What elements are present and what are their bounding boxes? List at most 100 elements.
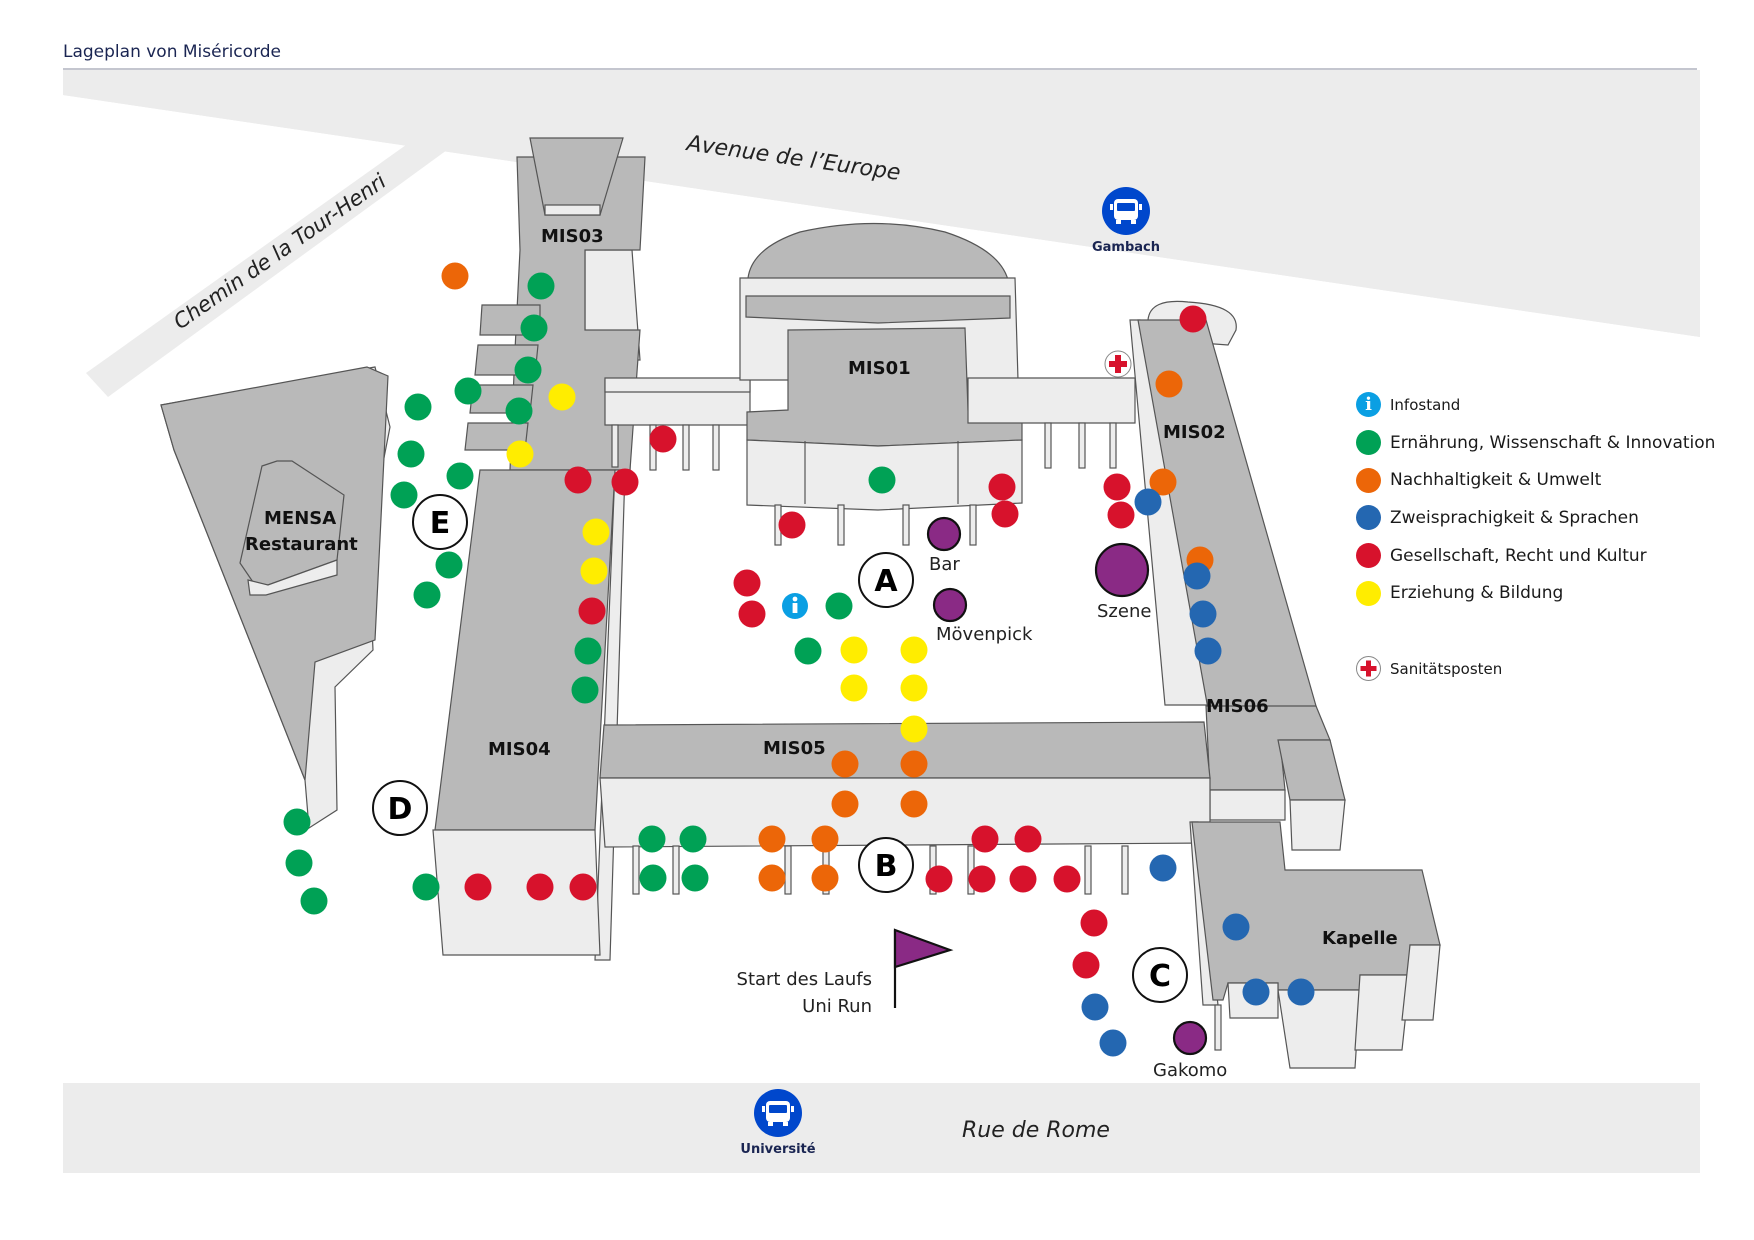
blue-stand-marker[interactable] bbox=[1081, 993, 1109, 1021]
title-divider bbox=[63, 68, 1697, 70]
yellow-stand-marker[interactable] bbox=[506, 440, 534, 468]
orange-stand-marker[interactable] bbox=[900, 790, 928, 818]
red-stand-marker[interactable] bbox=[464, 873, 492, 901]
blue-stand-marker[interactable] bbox=[1099, 1029, 1127, 1057]
green-stand-marker[interactable] bbox=[397, 440, 425, 468]
green-stand-marker[interactable] bbox=[638, 825, 666, 853]
green-stand-marker[interactable] bbox=[571, 676, 599, 704]
buildings bbox=[160, 137, 1441, 1069]
red-stand-marker[interactable] bbox=[988, 473, 1016, 501]
red-stand-marker[interactable] bbox=[1072, 951, 1100, 979]
legend-item-blue: Zweisprachigkeit & Sprachen bbox=[1356, 499, 1715, 537]
pillar bbox=[784, 845, 792, 895]
yellow-stand-marker[interactable] bbox=[900, 715, 928, 743]
green-stand-marker[interactable] bbox=[412, 873, 440, 901]
red-stand-marker[interactable] bbox=[569, 873, 597, 901]
zone-e[interactable]: E bbox=[412, 494, 468, 550]
red-stand-marker[interactable] bbox=[1179, 305, 1207, 333]
orange-stand-marker[interactable] bbox=[831, 750, 859, 778]
orange-stand-marker[interactable] bbox=[831, 790, 859, 818]
blue-stand-marker[interactable] bbox=[1134, 488, 1162, 516]
red-stand-marker[interactable] bbox=[1080, 909, 1108, 937]
green-stand-marker[interactable] bbox=[413, 581, 441, 609]
infostand-marker[interactable] bbox=[782, 593, 808, 619]
blue-stand-marker[interactable] bbox=[1149, 854, 1177, 882]
blue-stand-marker[interactable] bbox=[1183, 562, 1211, 590]
red-stand-marker[interactable] bbox=[564, 466, 592, 494]
red-stand-marker[interactable] bbox=[1053, 865, 1081, 893]
green-stand-marker[interactable] bbox=[514, 356, 542, 384]
red-stand-marker[interactable] bbox=[1009, 865, 1037, 893]
orange-stand-marker[interactable] bbox=[441, 262, 469, 290]
yellow-stand-marker[interactable] bbox=[840, 636, 868, 664]
red-stand-marker[interactable] bbox=[526, 873, 554, 901]
green-stand-marker[interactable] bbox=[446, 462, 474, 490]
zone-a[interactable]: A bbox=[858, 552, 914, 608]
red-stand-marker[interactable] bbox=[1107, 501, 1135, 529]
red-stand-marker[interactable] bbox=[968, 865, 996, 893]
red-stand-marker[interactable] bbox=[991, 500, 1019, 528]
orange-stand-marker[interactable] bbox=[1155, 370, 1183, 398]
green-stand-marker[interactable] bbox=[868, 466, 896, 494]
rue-de-rome-road bbox=[63, 1083, 1700, 1173]
green-stand-marker[interactable] bbox=[639, 864, 667, 892]
red-stand-marker[interactable] bbox=[611, 468, 639, 496]
legend-item-yellow: Erziehung & Bildung bbox=[1356, 574, 1715, 612]
green-stand-marker[interactable] bbox=[435, 551, 463, 579]
green-stand-marker[interactable] bbox=[527, 272, 555, 300]
blue-stand-marker[interactable] bbox=[1287, 978, 1315, 1006]
yellow-stand-marker[interactable] bbox=[840, 674, 868, 702]
orange-stand-marker[interactable] bbox=[758, 825, 786, 853]
red-stand-marker[interactable] bbox=[649, 425, 677, 453]
start-flag-icon bbox=[893, 928, 954, 1008]
green-stand-marker[interactable] bbox=[505, 397, 533, 425]
blue-stand-marker[interactable] bbox=[1242, 978, 1270, 1006]
red-stand-marker[interactable] bbox=[733, 569, 761, 597]
moevenpick-marker[interactable] bbox=[932, 587, 968, 623]
zone-b[interactable]: B bbox=[858, 837, 914, 893]
green-stand-marker[interactable] bbox=[679, 825, 707, 853]
red-stand-marker[interactable] bbox=[1014, 825, 1042, 853]
green-stand-marker[interactable] bbox=[520, 314, 548, 342]
green-stand-marker[interactable] bbox=[794, 637, 822, 665]
pillar bbox=[1121, 845, 1129, 895]
red-stand-marker[interactable] bbox=[925, 865, 953, 893]
orange-stand-marker[interactable] bbox=[900, 750, 928, 778]
red-stand-marker[interactable] bbox=[578, 597, 606, 625]
yellow-stand-marker[interactable] bbox=[548, 383, 576, 411]
red-stand-marker[interactable] bbox=[971, 825, 999, 853]
blue-stand-marker[interactable] bbox=[1189, 600, 1217, 628]
green-stand-marker[interactable] bbox=[454, 377, 482, 405]
red-stand-marker[interactable] bbox=[738, 600, 766, 628]
green-stand-marker[interactable] bbox=[574, 637, 602, 665]
yellow-stand-marker[interactable] bbox=[582, 518, 610, 546]
green-stand-marker[interactable] bbox=[300, 887, 328, 915]
green-stand-marker[interactable] bbox=[390, 481, 418, 509]
green-stand-marker[interactable] bbox=[283, 808, 311, 836]
bus-stop-universite[interactable]: Université bbox=[740, 1089, 816, 1157]
yellow-stand-marker[interactable] bbox=[580, 557, 608, 585]
bus-stop-gambach[interactable]: Gambach bbox=[1092, 187, 1160, 255]
orange-stand-marker[interactable] bbox=[1149, 468, 1177, 496]
gakomo-marker[interactable] bbox=[1172, 1020, 1208, 1056]
bar-marker[interactable] bbox=[926, 516, 962, 552]
red-stand-marker[interactable] bbox=[1103, 473, 1131, 501]
red-stand-marker[interactable] bbox=[778, 511, 806, 539]
orange-stand-marker[interactable] bbox=[811, 864, 839, 892]
green-stand-marker[interactable] bbox=[681, 864, 709, 892]
zone-d[interactable]: D bbox=[372, 780, 428, 836]
zone-c[interactable]: C bbox=[1132, 947, 1188, 1003]
zone-letter-e: E bbox=[430, 506, 451, 541]
pillar bbox=[611, 424, 619, 468]
szene-marker[interactable] bbox=[1094, 542, 1150, 598]
green-stand-marker[interactable] bbox=[825, 592, 853, 620]
blue-stand-marker[interactable] bbox=[1194, 637, 1222, 665]
yellow-stand-marker[interactable] bbox=[900, 674, 928, 702]
blue-stand-marker[interactable] bbox=[1222, 913, 1250, 941]
yellow-stand-marker[interactable] bbox=[900, 636, 928, 664]
first-aid-marker[interactable] bbox=[1104, 350, 1132, 378]
green-stand-marker[interactable] bbox=[285, 849, 313, 877]
green-stand-marker[interactable] bbox=[404, 393, 432, 421]
orange-stand-marker[interactable] bbox=[811, 825, 839, 853]
orange-stand-marker[interactable] bbox=[758, 864, 786, 892]
